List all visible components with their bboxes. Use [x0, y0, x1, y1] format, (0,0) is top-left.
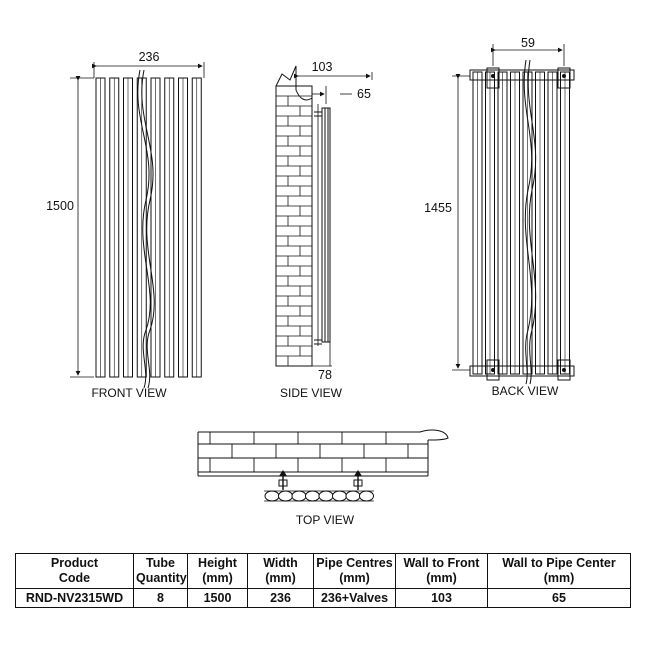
back-view-pipe [523, 59, 533, 385]
side-view: 103 65 78 SIDE VIEW [275, 60, 373, 400]
back-bracket-height-dimension: 1455 [424, 201, 452, 215]
top-tube [318, 490, 334, 502]
cell-pipe-centres: 236+Valves [313, 588, 396, 608]
back-view-tubes [472, 71, 570, 375]
header-wall-to-front: Wall to Front(mm) [395, 553, 488, 589]
top-view-brick-wall [197, 432, 428, 477]
side-bottom-dimension: 78 [318, 368, 332, 382]
top-tube [291, 490, 307, 502]
side-view-brick-wall [275, 85, 313, 367]
cell-tube-quantity: 8 [133, 588, 188, 608]
back-view: 59 1455 BACK VIEW [424, 36, 575, 398]
header-pipe-centres: Pipe Centres(mm) [313, 553, 396, 589]
front-view-tubes [95, 77, 202, 378]
cell-width: 236 [247, 588, 314, 608]
top-view-valves [278, 470, 363, 490]
cell-height: 1500 [187, 588, 248, 608]
cell-wall-to-front: 103 [395, 588, 488, 608]
side-view-label: SIDE VIEW [280, 386, 343, 400]
back-view-pipe-2 [527, 59, 537, 385]
back-view-brackets [469, 67, 575, 381]
front-view: 236 1500 FRONT VIEW [46, 50, 205, 400]
top-view-label: TOP VIEW [296, 513, 355, 527]
cell-wall-to-pipe-center: 65 [487, 588, 631, 608]
side-view-radiator [321, 107, 331, 343]
side-wall-to-front-dimension: 103 [312, 60, 333, 74]
front-view-label: FRONT VIEW [91, 386, 167, 400]
header-height: Height(mm) [187, 553, 248, 589]
top-tube [359, 490, 374, 502]
header-wall-to-pipe-center: Wall to Pipe Center(mm) [487, 553, 631, 589]
top-tube [264, 490, 280, 502]
top-view: TOP VIEW [197, 429, 449, 527]
back-view-label: BACK VIEW [492, 384, 559, 398]
front-view-pipe [137, 69, 151, 389]
top-tube [305, 490, 320, 502]
top-tube [278, 490, 293, 502]
top-view-tubes [264, 490, 374, 502]
front-height-dimension: 1500 [46, 199, 74, 213]
top-tube [345, 490, 361, 502]
front-view-pipe-2 [141, 69, 155, 389]
header-width: Width(mm) [247, 553, 314, 589]
back-bracket-width-dimension: 59 [521, 36, 535, 50]
top-tube [332, 490, 347, 502]
front-width-dimension: 236 [139, 50, 160, 64]
spec-table-row: RND-NV2315WD 8 1500 236 236+Valves 103 6… [15, 588, 631, 608]
side-wall-to-pipe-dimension: 65 [357, 87, 371, 101]
cell-product-code: RND-NV2315WD [15, 588, 134, 608]
